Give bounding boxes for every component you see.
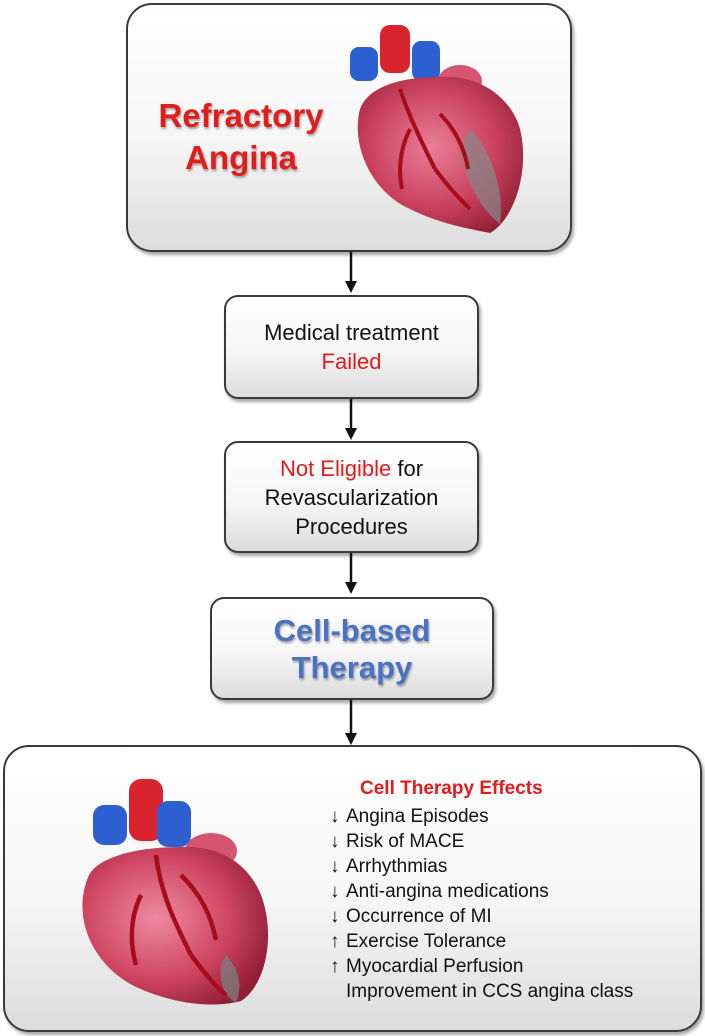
medical-treatment-box: Medical treatment Failed (224, 295, 479, 399)
therapy-label: Therapy (291, 649, 413, 685)
not-eligible-box: Not Eligible for Revascularization Proce… (224, 441, 479, 553)
list-item: Improvement in CCS angina class (346, 981, 634, 1002)
cell-therapy-effects-list: Cell Therapy Effects ↓Angina Episodes ↓R… (330, 778, 690, 1004)
refractory-angina-title: Refractory Angina (158, 97, 324, 176)
arrow-down-icon (345, 252, 357, 293)
cell-therapy-effects-title: Cell Therapy Effects (360, 778, 543, 799)
revascularization-label: Revascularization (264, 484, 439, 510)
arrow-down-symbol: ↓ (330, 831, 340, 852)
list-item: ↑Exercise Tolerance (330, 931, 507, 952)
procedures-label: Procedures (295, 513, 408, 539)
list-item: ↓Arrhythmias (330, 856, 448, 877)
arrow-down-symbol: ↓ (330, 881, 340, 902)
heart-illustration-icon (82, 779, 269, 1005)
arrow-up-symbol: ↑ (330, 956, 340, 977)
arrow-down-symbol: ↓ (330, 906, 340, 927)
arrow-up-symbol: ↑ (330, 931, 340, 952)
heart-illustration-icon (350, 25, 524, 233)
failed-label: Failed (321, 349, 382, 374)
list-item: ↑Myocardial Perfusion (330, 956, 524, 977)
arrow-down-icon (345, 700, 357, 745)
for-label: for (391, 455, 424, 481)
list-item: ↓Anti-angina medications (330, 881, 549, 902)
list-item: ↓Angina Episodes (330, 806, 489, 827)
arrow-down-icon (345, 399, 357, 440)
not-eligible-line: Not Eligible for (280, 454, 423, 483)
refractory-angina-box: Refractory Angina (126, 3, 572, 252)
arrow-down-symbol: ↓ (330, 856, 340, 877)
list-item: ↓Risk of MACE (330, 831, 465, 852)
cell-based-label: Cell-based (273, 612, 431, 648)
cell-therapy-effects-box (3, 745, 702, 1032)
arrow-down-icon (345, 553, 357, 594)
cell-based-therapy-box: Cell-based Therapy (210, 597, 494, 700)
list-item: ↓Occurrence of MI (330, 906, 492, 927)
medical-treatment-label: Medical treatment (264, 320, 439, 345)
arrow-down-symbol: ↓ (330, 806, 340, 827)
not-eligible-label: Not Eligible (279, 455, 392, 481)
